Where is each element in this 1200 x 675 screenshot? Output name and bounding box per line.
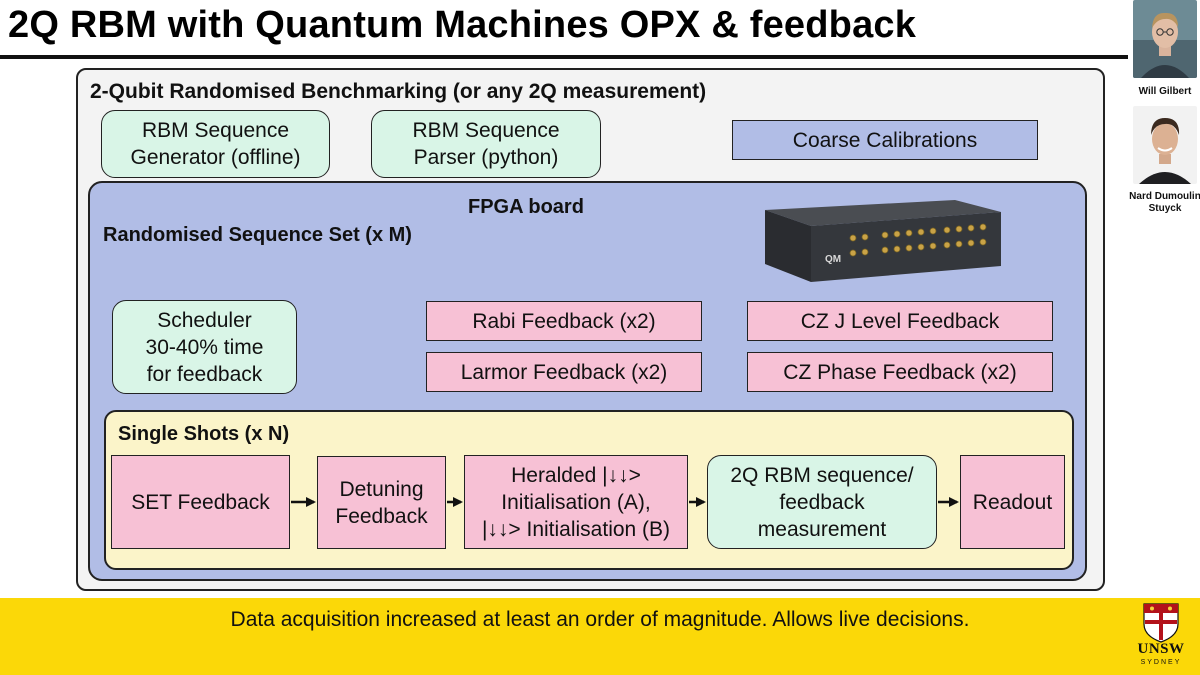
unsw-logo-word: UNSW — [1137, 641, 1185, 657]
presenter-photo-will-gilbert — [1133, 0, 1197, 78]
heralded-line3: |↓↓> Initialisation (B) — [481, 517, 671, 541]
larmor-feedback-box: Larmor Feedback (x2) — [426, 352, 702, 392]
fpga-board-title: FPGA board — [468, 196, 584, 218]
heralded-initialisation-box: Heralded |↓↓> Initialisation (A), |↓↓> I… — [464, 455, 688, 549]
generator-line2: Generator (offline) — [130, 146, 301, 169]
detuning-line2: Feedback — [335, 504, 428, 528]
coarse-calibrations-box: Coarse Calibrations — [732, 120, 1038, 160]
presenter-photo-nard-dumoulin-stuyck — [1133, 106, 1197, 184]
heralded-line2: Initialisation (A), — [501, 490, 651, 514]
set-feedback-box: SET Feedback — [111, 455, 290, 549]
scheduler-line1: Scheduler — [157, 308, 252, 332]
rbm-sequence-generator-box: RBM Sequence Generator (offline) — [101, 110, 330, 178]
rbm-seq-line3: measurement — [757, 517, 887, 541]
title-divider — [0, 55, 1128, 59]
footer-bar — [0, 598, 1200, 675]
unsw-logo-subword: SYDNEY — [1140, 659, 1182, 666]
randomised-sequence-set-title: Randomised Sequence Set (x M) — [103, 224, 412, 246]
cz-phase-feedback-box: CZ Phase Feedback (x2) — [747, 352, 1053, 392]
parser-line2: Parser (python) — [413, 146, 559, 169]
scheduler-line3: for feedback — [146, 362, 263, 386]
presenter-name-nard-dumoulin-stuyck: Nard Dumoulin Stuyck — [1120, 191, 1200, 215]
parser-line1: RBM Sequence — [412, 119, 560, 142]
rbm-sequence-measurement-box: 2Q RBM sequence/ feedback measurement — [707, 455, 937, 549]
opx-device-logo: QM — [825, 254, 841, 265]
outer-container-title: 2-Qubit Randomised Benchmarking (or any … — [90, 80, 707, 103]
rbm-sequence-parser-box: RBM Sequence Parser (python) — [371, 110, 601, 178]
detuning-line1: Detuning — [339, 477, 424, 501]
rabi-feedback-box: Rabi Feedback (x2) — [426, 301, 702, 341]
cz-j-level-feedback-box: CZ J Level Feedback — [747, 301, 1053, 341]
rbm-seq-line1: 2Q RBM sequence/ — [730, 463, 914, 487]
presenter-name-will-gilbert: Will Gilbert — [1138, 86, 1192, 97]
slide-title: 2Q RBM with Quantum Machines OPX & feedb… — [8, 4, 917, 46]
scheduler-box: Scheduler 30-40% time for feedback — [112, 300, 297, 394]
generator-line1: RBM Sequence — [141, 119, 290, 142]
opx-device-image: QM — [755, 198, 1005, 295]
readout-box: Readout — [960, 455, 1065, 549]
presenter-name-line2: Stuyck — [1148, 203, 1182, 214]
heralded-line1: Heralded |↓↓> — [511, 463, 641, 487]
single-shots-title: Single Shots (x N) — [118, 423, 290, 445]
presenter-name-line1: Nard Dumoulin — [1129, 191, 1200, 202]
rbm-seq-line2: feedback — [779, 490, 865, 514]
footer-message: Data acquisition increased at least an o… — [230, 608, 970, 631]
unsw-crest-icon — [1143, 603, 1179, 643]
scheduler-line2: 30-40% time — [145, 335, 264, 359]
detuning-feedback-box: Detuning Feedback — [317, 456, 446, 549]
